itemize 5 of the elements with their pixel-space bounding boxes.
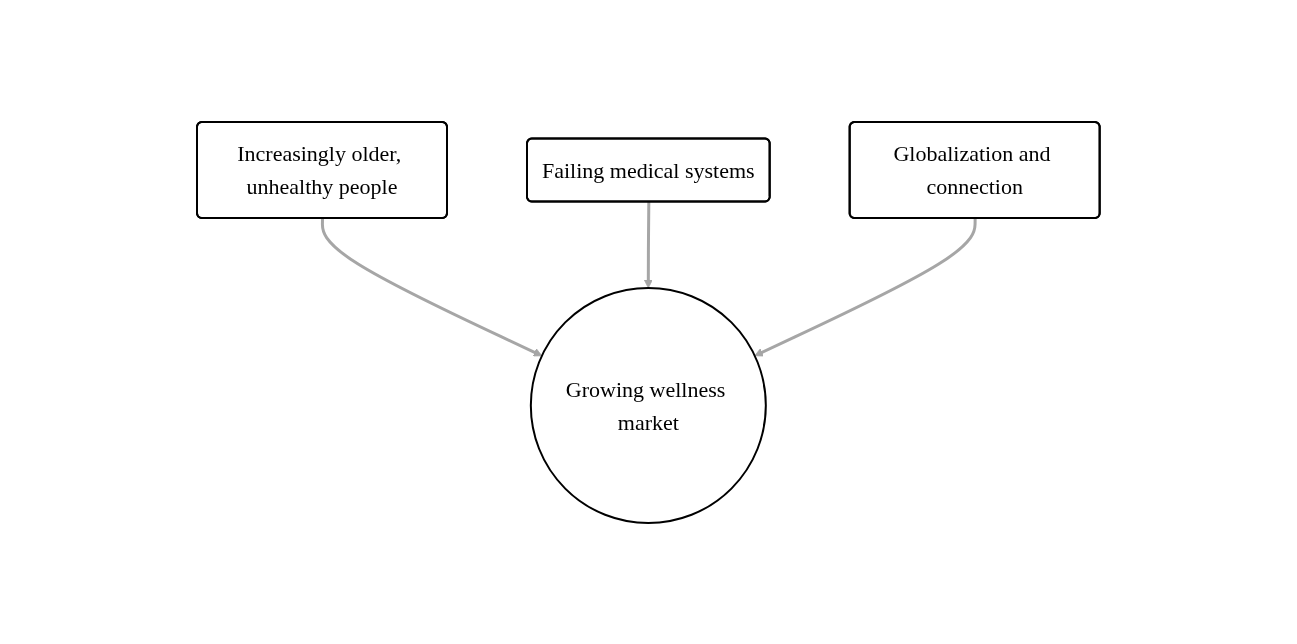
arrow (644, 201, 653, 288)
arrow (754, 217, 977, 356)
arrow (321, 217, 543, 356)
node-text: Increasingly older, unhealthy people (237, 140, 402, 199)
node-circle: Growing wellness market (530, 286, 767, 524)
